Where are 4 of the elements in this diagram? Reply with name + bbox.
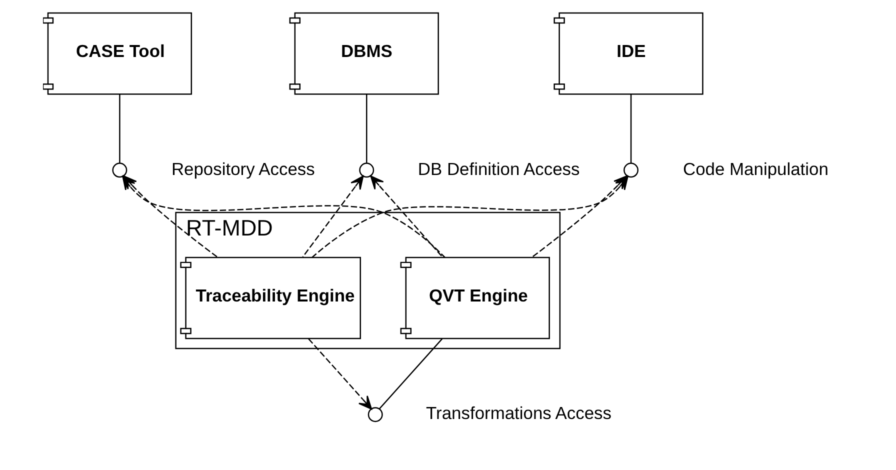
node-label: Transformations Access (426, 403, 612, 424)
node-label: Repository Access (171, 158, 315, 179)
node-label: Code Manipulation (683, 158, 828, 179)
node-label: DB Definition Access (418, 158, 580, 179)
